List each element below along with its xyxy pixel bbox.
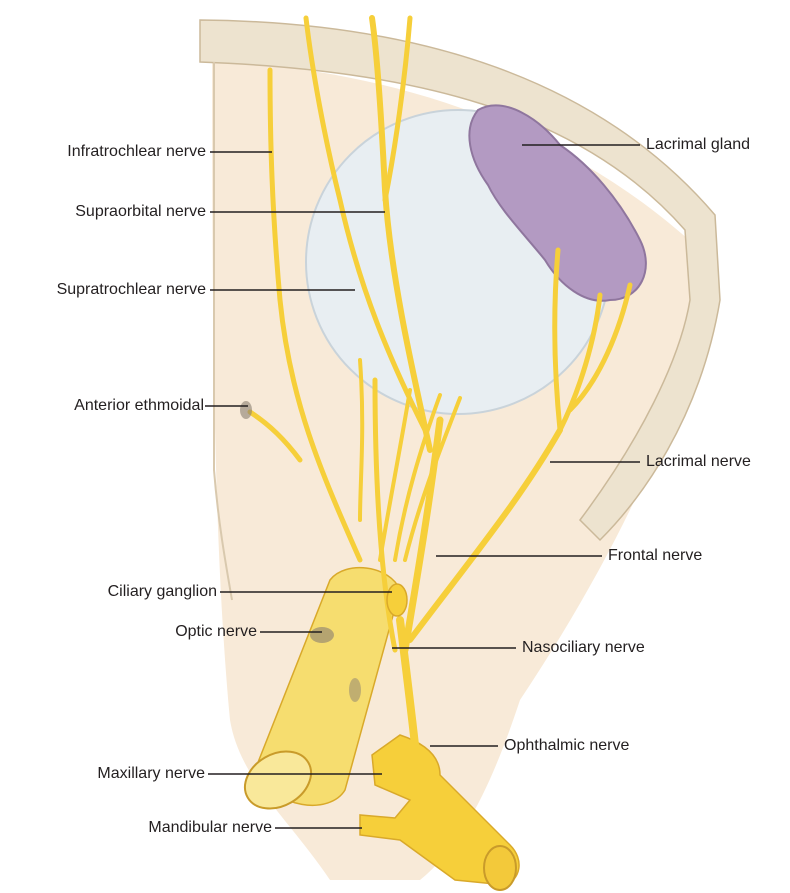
label-anterior-ethmoidal: Anterior ethmoidal bbox=[74, 397, 204, 415]
label-ciliary-ganglion: Ciliary ganglion bbox=[108, 583, 217, 601]
label-frontal-nerve: Frontal nerve bbox=[608, 547, 702, 565]
label-supratrochlear-nerve: Supratrochlear nerve bbox=[57, 281, 206, 299]
optic-nerve-sheath-side bbox=[349, 678, 361, 702]
label-supraorbital-nerve: Supraorbital nerve bbox=[75, 203, 206, 221]
label-nasociliary-nerve: Nasociliary nerve bbox=[522, 639, 645, 657]
label-lacrimal-gland: Lacrimal gland bbox=[646, 136, 750, 154]
trigeminal-cut-end bbox=[484, 846, 516, 890]
ciliary-ganglion bbox=[387, 584, 407, 616]
label-lacrimal-nerve: Lacrimal nerve bbox=[646, 453, 751, 471]
label-mandibular-nerve: Mandibular nerve bbox=[148, 819, 272, 837]
label-optic-nerve: Optic nerve bbox=[175, 623, 257, 641]
ciliary-branch-4 bbox=[360, 360, 362, 520]
label-maxillary-nerve: Maxillary nerve bbox=[97, 765, 205, 783]
ethmoidal-foramen bbox=[240, 401, 252, 419]
label-ophthalmic-nerve: Ophthalmic nerve bbox=[504, 737, 629, 755]
label-infratrochlear-nerve: Infratrochlear nerve bbox=[67, 143, 206, 161]
optic-nerve-sheath-top bbox=[310, 627, 334, 643]
